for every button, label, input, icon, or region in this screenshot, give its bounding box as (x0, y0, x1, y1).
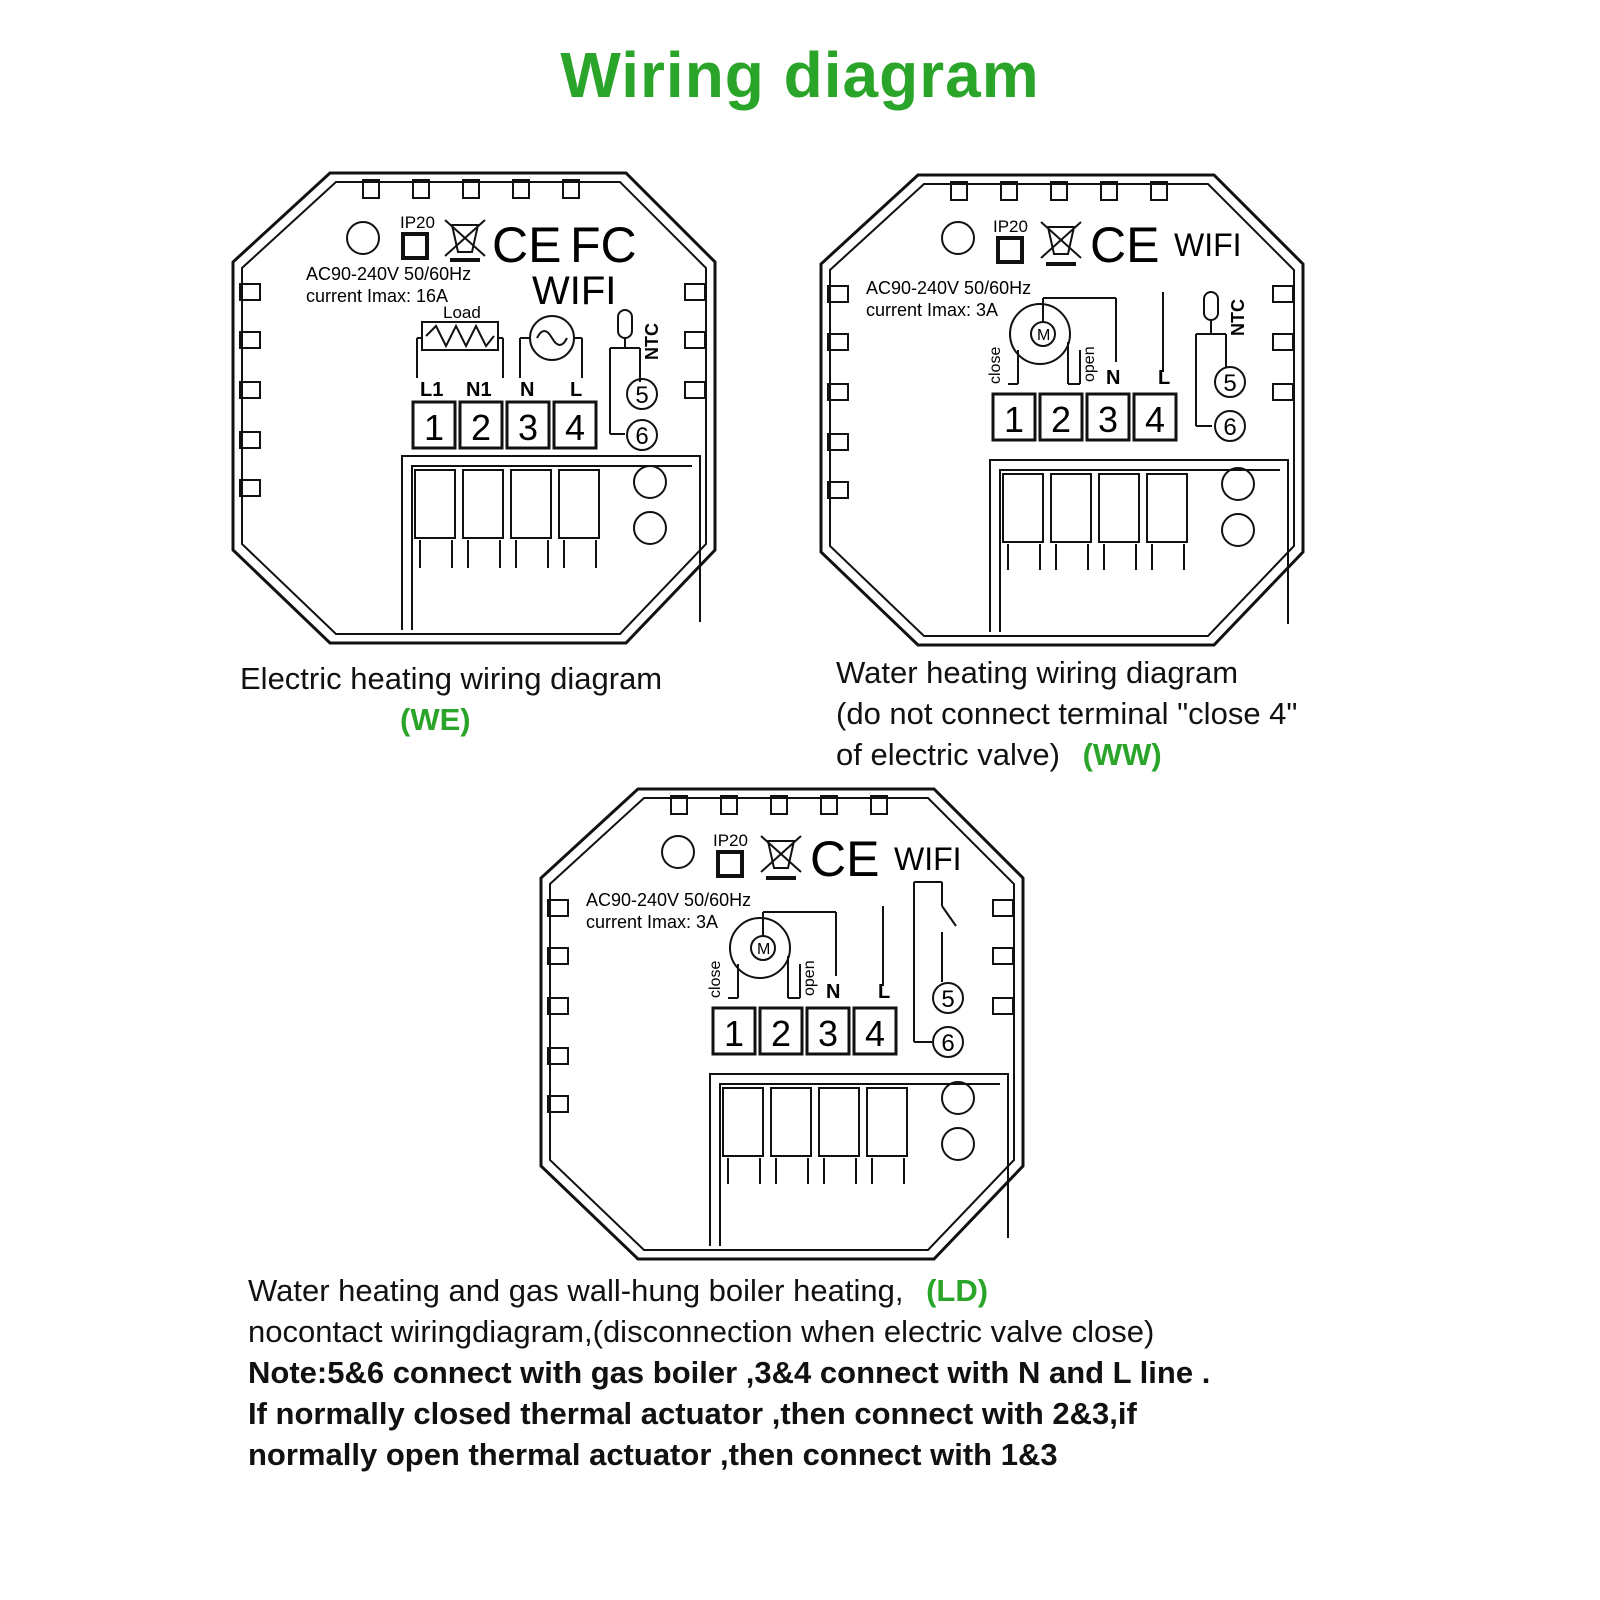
terminal-3: 3 (1098, 399, 1118, 440)
ntc-label: NTC (1228, 299, 1248, 336)
load-label: Load (443, 303, 481, 322)
terminal-label-l: L (878, 981, 890, 1003)
wiring-panel-ld: IP20 CE WIFI AC90-240V 50/60Hz current I… (539, 787, 1025, 1261)
caption-we: Electric heating wiring diagram (WE) (240, 658, 662, 740)
spec-voltage: AC90-240V 50/60Hz (866, 278, 1031, 298)
spec-current: current Imax: 3A (866, 300, 998, 320)
terminal-2: 2 (1051, 399, 1071, 440)
ip20-square-icon (716, 850, 744, 878)
terminal-2: 2 (771, 1013, 791, 1054)
load-resistor-icon (421, 321, 499, 351)
ip20-label: IP20 (400, 213, 435, 232)
valve-motor-label: M (1037, 327, 1050, 344)
wiring-panel-we: IP20 CE FC WIFI AC90-240V 50/60Hz curren… (231, 171, 717, 645)
code-ld: (LD) (926, 1273, 989, 1308)
ntc-label: NTC (642, 323, 662, 360)
terminal-6: 6 (941, 1030, 954, 1057)
relay-contact-icon (913, 881, 957, 1043)
terminal-label-l: L (1158, 367, 1170, 389)
note-line2: If normally closed thermal actuator ,the… (248, 1396, 1137, 1431)
terminal-4: 4 (1145, 399, 1165, 440)
terminal-label-n: N (826, 981, 840, 1003)
terminal-label-l: L (570, 379, 582, 401)
caption-ww-line3: of electric valve) (836, 737, 1060, 772)
weee-bin-icon (760, 835, 802, 880)
valve-close-label: close (987, 347, 1004, 384)
ip20-square-icon (996, 236, 1024, 264)
terminal-6: 6 (635, 423, 648, 450)
valve-open-label: open (801, 960, 818, 996)
rotate-icon (346, 221, 380, 255)
valve-open-label: open (1081, 346, 1098, 382)
spec-voltage: AC90-240V 50/60Hz (306, 264, 471, 284)
connector-block (401, 455, 701, 630)
note-line1: Note:5&6 connect with gas boiler ,3&4 co… (248, 1355, 1211, 1390)
terminal-4: 4 (865, 1013, 885, 1054)
connector-block (989, 459, 1289, 632)
terminal-2: 2 (471, 407, 491, 448)
terminal-1: 1 (1004, 399, 1024, 440)
rotate-icon (661, 835, 695, 869)
terminal-3: 3 (518, 407, 538, 448)
caption-ld: Water heating and gas wall-hung boiler h… (248, 1270, 1210, 1475)
note-line3: normally open thermal actuator ,then con… (248, 1437, 1058, 1472)
terminal-5: 5 (635, 382, 648, 409)
top-tabs (362, 179, 580, 199)
weee-bin-icon (1040, 221, 1082, 266)
ce-mark: CE (492, 217, 561, 273)
weee-bin-icon (444, 219, 486, 262)
caption-ld-line1: Water heating and gas wall-hung boiler h… (248, 1273, 904, 1308)
terminal-label-n1: N1 (466, 379, 492, 401)
code-we: (WE) (400, 702, 471, 737)
wifi-label: WIFI (1174, 227, 1242, 263)
valve-close-label: close (707, 961, 724, 998)
terminal-6: 6 (1223, 414, 1236, 441)
caption-ww-line1: Water heating wiring diagram (836, 655, 1239, 690)
terminal-1: 1 (424, 407, 444, 448)
terminal-3: 3 (818, 1013, 838, 1054)
page-title: Wiring diagram (560, 39, 1040, 111)
ntc-sensor-icon (1195, 291, 1227, 427)
valve-actuator-icon (1008, 297, 1117, 385)
ce-mark: CE (1090, 217, 1159, 273)
terminal-label-n: N (1106, 367, 1120, 389)
spec-voltage: AC90-240V 50/60Hz (586, 890, 751, 910)
wifi-label: WIFI (532, 269, 616, 313)
ip20-label: IP20 (713, 831, 748, 850)
connector-block (709, 1073, 1009, 1246)
caption-ww-line2: (do not connect terminal "close 4" (836, 696, 1298, 731)
spec-current: current Imax: 3A (586, 912, 718, 932)
terminal-label-l1: L1 (420, 379, 443, 401)
terminal-1: 1 (724, 1013, 744, 1054)
rotate-icon (941, 221, 975, 255)
terminal-5: 5 (941, 986, 954, 1013)
caption-ld-line2: nocontact wiringdiagram,(disconnection w… (248, 1314, 1155, 1349)
valve-motor-label: M (757, 941, 770, 958)
fcc-mark: FC (570, 217, 637, 273)
caption-we-text: Electric heating wiring diagram (240, 661, 663, 696)
wiring-panel-ww: IP20 CE WIFI AC90-240V 50/60Hz current I… (819, 173, 1305, 647)
caption-ww: Water heating wiring diagram (do not con… (836, 652, 1297, 775)
spec-current: current Imax: 16A (306, 286, 448, 306)
terminal-4: 4 (565, 407, 585, 448)
code-ww: (WW) (1082, 737, 1162, 772)
wifi-label: WIFI (894, 841, 962, 877)
ntc-sensor-icon (609, 309, 641, 435)
valve-actuator-icon (728, 911, 837, 999)
terminal-5: 5 (1223, 370, 1236, 397)
ce-mark: CE (810, 831, 879, 887)
ip20-square-icon (401, 232, 429, 260)
ip20-label: IP20 (993, 217, 1028, 236)
terminal-label-n: N (520, 379, 534, 401)
